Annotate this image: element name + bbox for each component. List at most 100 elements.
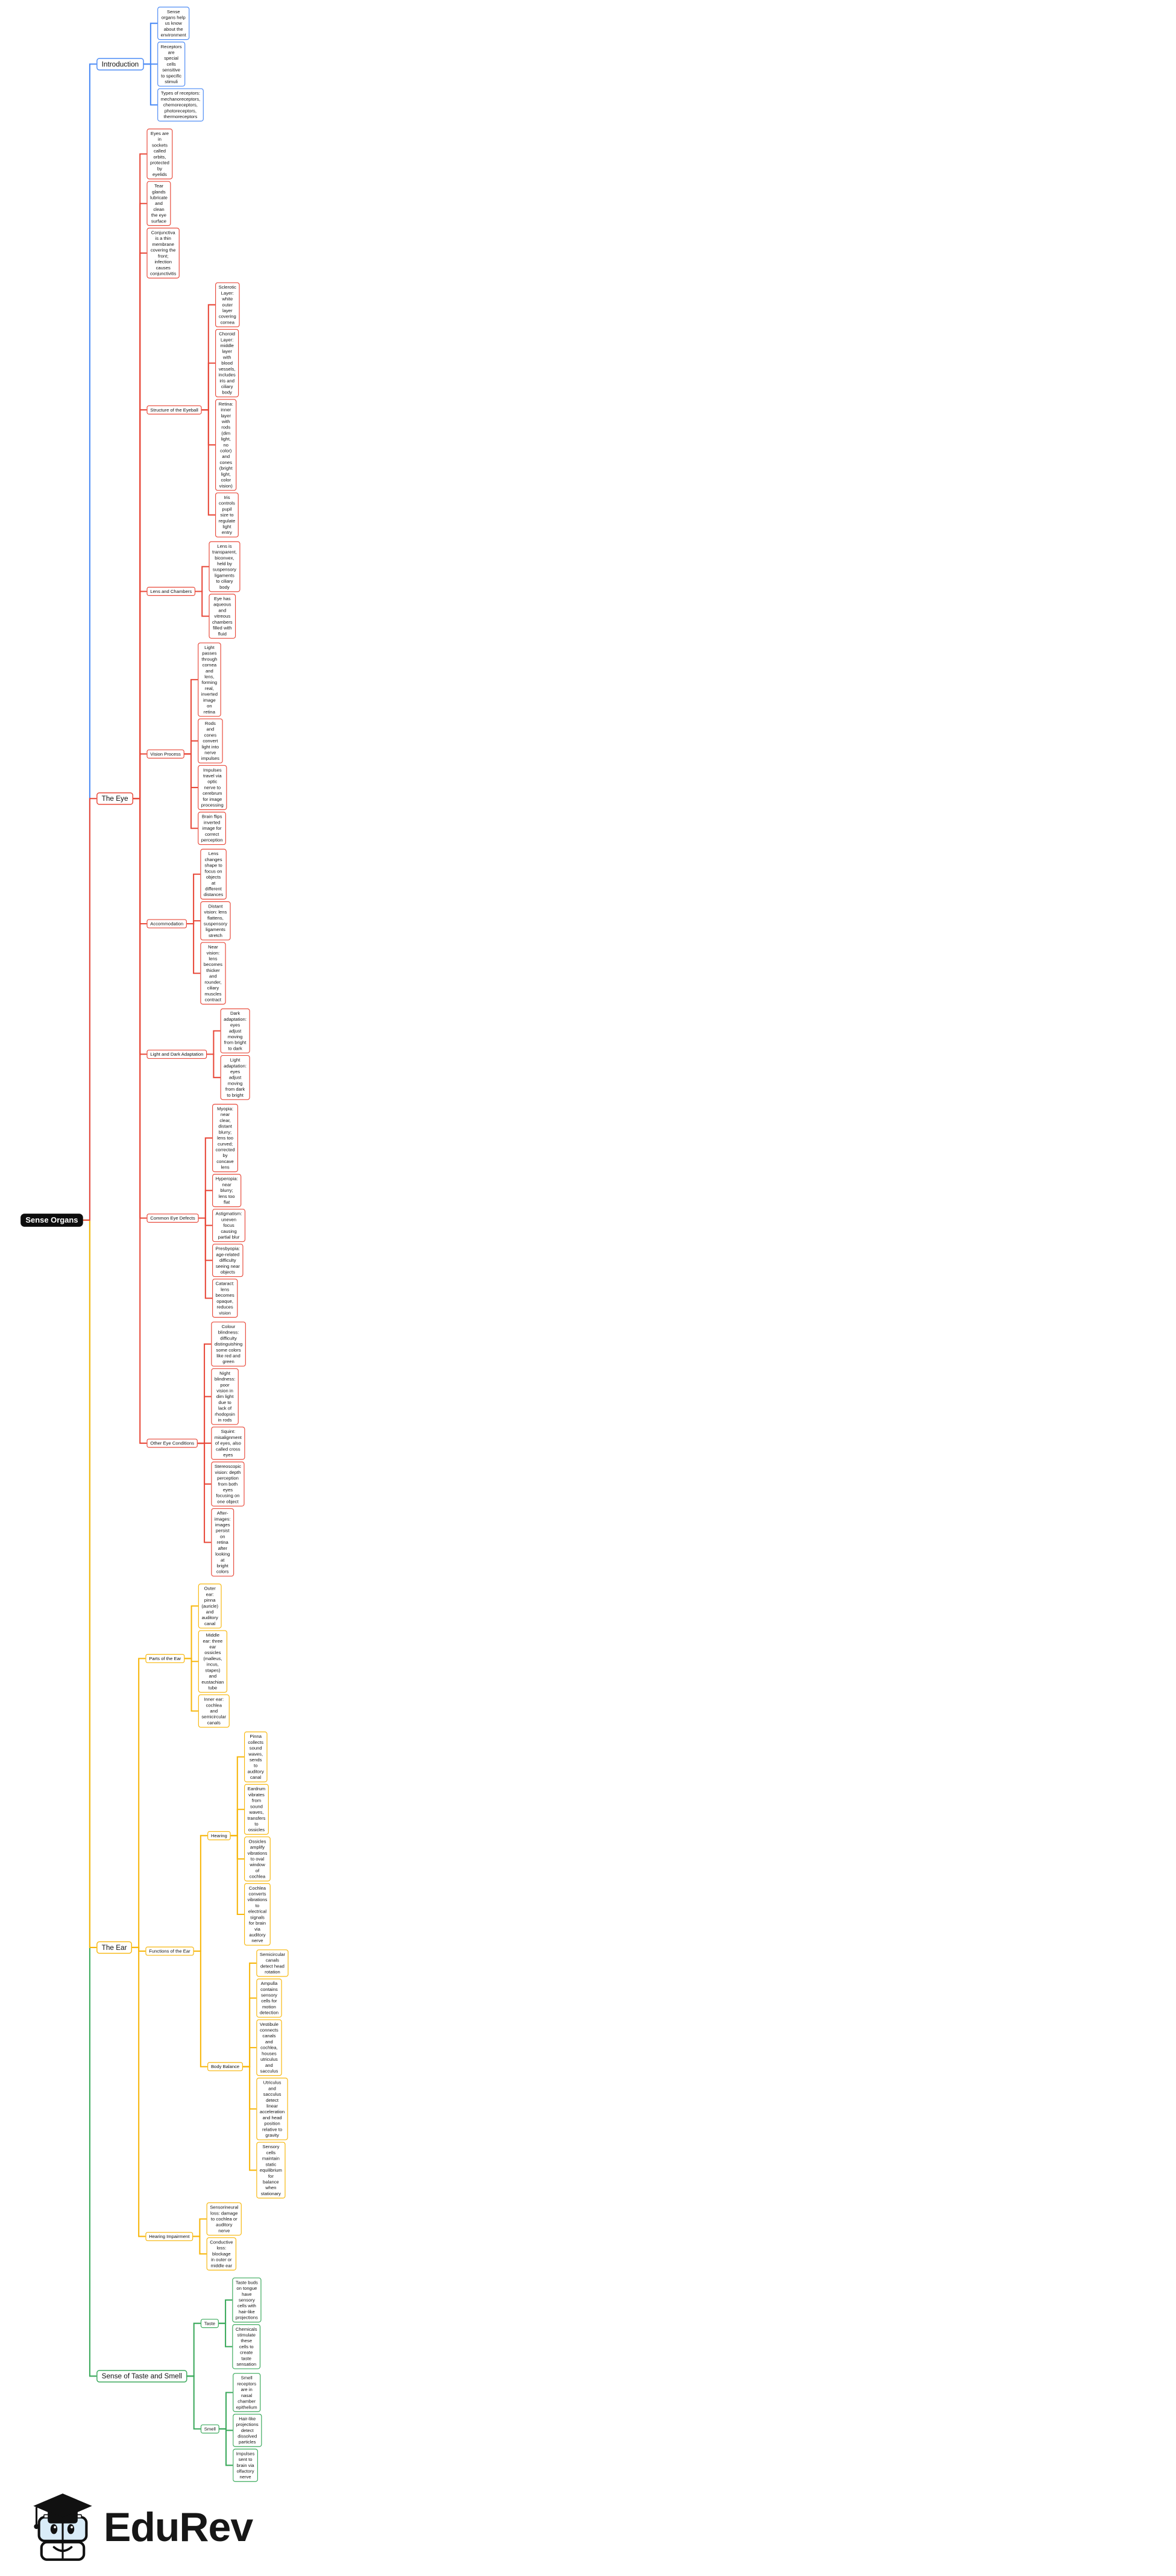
leaf-node[interactable]: Sensory cells maintain static equilibriu… xyxy=(256,2142,286,2199)
leaf-node[interactable]: Conductive loss: blockage in outer or mi… xyxy=(206,2237,237,2271)
leaf-node[interactable]: Sclerotic Layer: white outer layer cover… xyxy=(215,282,240,328)
leaf-node[interactable]: Ossicles amplify vibrations to oval wind… xyxy=(244,1836,271,1882)
sublabel-body-balance[interactable]: Body Balance xyxy=(207,2062,244,2072)
leaf-node[interactable]: Lens changes shape to focus on objects a… xyxy=(200,848,227,900)
leaf-node[interactable]: Myopia: near clear, distant blurry; lens… xyxy=(212,1103,239,1173)
leaf-node[interactable]: Cataract: lens becomes opaque, reduces v… xyxy=(212,1279,238,1318)
sublabel-light-and-dark-adaptation[interactable]: Light and Dark Adaptation xyxy=(146,1049,207,1059)
leaf-node[interactable]: Conjunctiva is a thin membrane covering … xyxy=(146,227,180,279)
connector xyxy=(230,1835,244,1860)
sublabel-accommodation[interactable]: Accommodation xyxy=(146,919,187,929)
leaf-node[interactable]: Outer ear: pinna (auricle) and auditory … xyxy=(198,1584,222,1629)
connector xyxy=(219,2392,233,2430)
connector xyxy=(184,1658,198,1662)
connector xyxy=(184,740,198,755)
leaf-node[interactable]: Lens is transparent, biconvex, held by s… xyxy=(209,541,241,592)
connector xyxy=(198,1189,213,1219)
connector xyxy=(195,566,209,592)
leaf-node[interactable]: Iris controls pupil size to regulate lig… xyxy=(215,492,239,537)
leaf-node[interactable]: Hyperopia: near blurry; lens too flat xyxy=(212,1174,242,1208)
leaf-node[interactable]: Utriculus and sacculus detect linear acc… xyxy=(256,2078,288,2140)
leaf-node[interactable]: Astigmatism: uneven focus causing partia… xyxy=(212,1209,245,1243)
sublabel-hearing[interactable]: Hearing xyxy=(207,1831,231,1840)
sublabel-functions-of-the-ear[interactable]: Functions of the Ear xyxy=(145,1946,194,1956)
connector xyxy=(143,22,158,65)
sublabel-hearing-impairment[interactable]: Hearing Impairment xyxy=(145,2231,193,2242)
leaf-node[interactable]: Inner ear: cochlea and semicircular cana… xyxy=(198,1694,230,1728)
branch-sense-of-taste-and-smell[interactable]: Sense of Taste and Smell xyxy=(96,2369,187,2383)
leaf-node[interactable]: Pinna collects sound waves, sends to aud… xyxy=(244,1731,268,1782)
leaf-node[interactable]: Colour blindness: difficulty distinguish… xyxy=(211,1321,246,1367)
connector xyxy=(242,2066,257,2110)
connector xyxy=(133,753,147,800)
leaf-node[interactable]: Eyes are in sockets called orbits, prote… xyxy=(146,128,173,180)
leaf-node[interactable]: Hair-like projections detect dissolved p… xyxy=(233,2413,262,2447)
leaf-node[interactable]: Middle ear: three ear ossicles (malleus,… xyxy=(198,1630,227,1693)
connector xyxy=(201,362,216,411)
sublabel-other-eye-conditions[interactable]: Other Eye Conditions xyxy=(146,1438,198,1448)
sublabel-lens-and-chambers[interactable]: Lens and Chambers xyxy=(146,587,196,597)
leaf-node[interactable]: Distant vision: lens flattens, suspensor… xyxy=(200,901,231,941)
leaf-node[interactable]: Ampulla contains sensory cells for motio… xyxy=(256,1978,282,2018)
connector xyxy=(186,923,201,974)
leaf-node[interactable]: Retina: inner layer with rods (dim light… xyxy=(215,399,237,491)
connector xyxy=(198,1217,213,1226)
sublabel-structure-of-the-eyeball[interactable]: Structure of the Eyeball xyxy=(146,405,202,415)
leaf-node[interactable]: Semicircular canals detect head rotation xyxy=(256,1949,289,1977)
sublabel-parts-of-the-ear[interactable]: Parts of the Ear xyxy=(145,1653,185,1663)
connector xyxy=(83,1219,97,1948)
leaf-node[interactable]: Eardrum vibrates from sound waves, trans… xyxy=(244,1784,269,1835)
sublabel-smell[interactable]: Smell xyxy=(200,2424,219,2434)
branch-introduction[interactable]: Introduction xyxy=(96,58,144,71)
leaf-node[interactable]: Near vision: lens becomes thicker and ro… xyxy=(200,942,226,1005)
leaf-node[interactable]: Stereoscopic vision: depth perception fr… xyxy=(211,1461,245,1507)
connector xyxy=(133,798,147,925)
connector xyxy=(193,1950,208,2067)
leaf-node[interactable]: Sense organs help us know about the envi… xyxy=(157,7,190,40)
connector xyxy=(131,1658,146,1948)
leaf-node[interactable]: Cochlea converts vibrations to electrica… xyxy=(244,1883,271,1946)
leaf-node[interactable]: Vestibule connects canals and cochlea, h… xyxy=(256,2019,282,2076)
root-node-sense-organs[interactable]: Sense Organs xyxy=(20,1213,83,1227)
leaf-node[interactable]: After-images: images persist on retina a… xyxy=(211,1508,234,1577)
leaf-node[interactable]: Eye has aqueous and vitreous chambers fi… xyxy=(209,594,236,639)
leaf-node[interactable]: Chemicals stimulate these cells to creat… xyxy=(232,2324,261,2369)
leaf-node[interactable]: Impulses travel via optic nerve to cereb… xyxy=(198,765,227,810)
connector xyxy=(218,2322,233,2348)
leaf-node[interactable]: Rods and cones convert light into nerve … xyxy=(198,718,223,763)
connector xyxy=(219,2428,233,2431)
leaf-node[interactable]: Light adaptation: eyes adjust moving fro… xyxy=(220,1055,250,1100)
branch-the-eye[interactable]: The Eye xyxy=(96,792,134,805)
connector xyxy=(193,2236,207,2255)
branch-the-ear[interactable]: The Ear xyxy=(96,1941,133,1954)
leaf-node[interactable]: Receptors are special cells sensitive to… xyxy=(157,42,186,87)
leaf-node[interactable]: Tear glands lubricate and clean the eye … xyxy=(146,181,171,227)
leaf-node[interactable]: Squint: misalignment of eyes, also calle… xyxy=(211,1426,245,1460)
leaf-node[interactable]: Sensorineural loss: damage to cochlea or… xyxy=(206,2202,242,2236)
sublabel-common-eye-defects[interactable]: Common Eye Defects xyxy=(146,1214,199,1223)
leaf-node[interactable]: Presbyopia: age-related difficulty seein… xyxy=(212,1244,244,1277)
leaf-node[interactable]: Night blindness: poor vision in dim ligh… xyxy=(211,1368,239,1425)
connector xyxy=(193,2218,207,2237)
sublabel-taste[interactable]: Taste xyxy=(200,2319,219,2328)
edurev-mascot-icon xyxy=(33,2493,92,2561)
connector xyxy=(197,1396,212,1444)
leaf-node[interactable]: Dark adaptation: eyes adjust moving from… xyxy=(220,1008,250,1054)
connector xyxy=(184,1605,198,1659)
edurev-logo: EduRev xyxy=(31,2492,253,2562)
leaf-node[interactable]: Choroid Layer: middle layer with blood v… xyxy=(215,328,239,398)
connector xyxy=(193,1835,208,1952)
connector xyxy=(207,1030,221,1055)
connector xyxy=(186,873,201,925)
leaf-node[interactable]: Types of receptors: mechanoreceptors, ch… xyxy=(157,88,204,122)
connector xyxy=(184,1658,198,1712)
leaf-node[interactable]: Taste buds on tongue have sensory cells … xyxy=(232,2277,262,2323)
leaf-node[interactable]: Smell receptors are in nasal chamber epi… xyxy=(233,2373,261,2412)
leaf-node[interactable]: Brain flips inverted image for correct p… xyxy=(198,812,227,845)
connector xyxy=(131,1946,146,1952)
sublabel-vision-process[interactable]: Vision Process xyxy=(146,749,184,759)
leaf-node[interactable]: Light passes through cornea and lens, fo… xyxy=(198,642,221,717)
connector-lines xyxy=(83,22,257,2466)
leaf-node[interactable]: Impulses sent to brain via olfactory ner… xyxy=(233,2448,258,2482)
